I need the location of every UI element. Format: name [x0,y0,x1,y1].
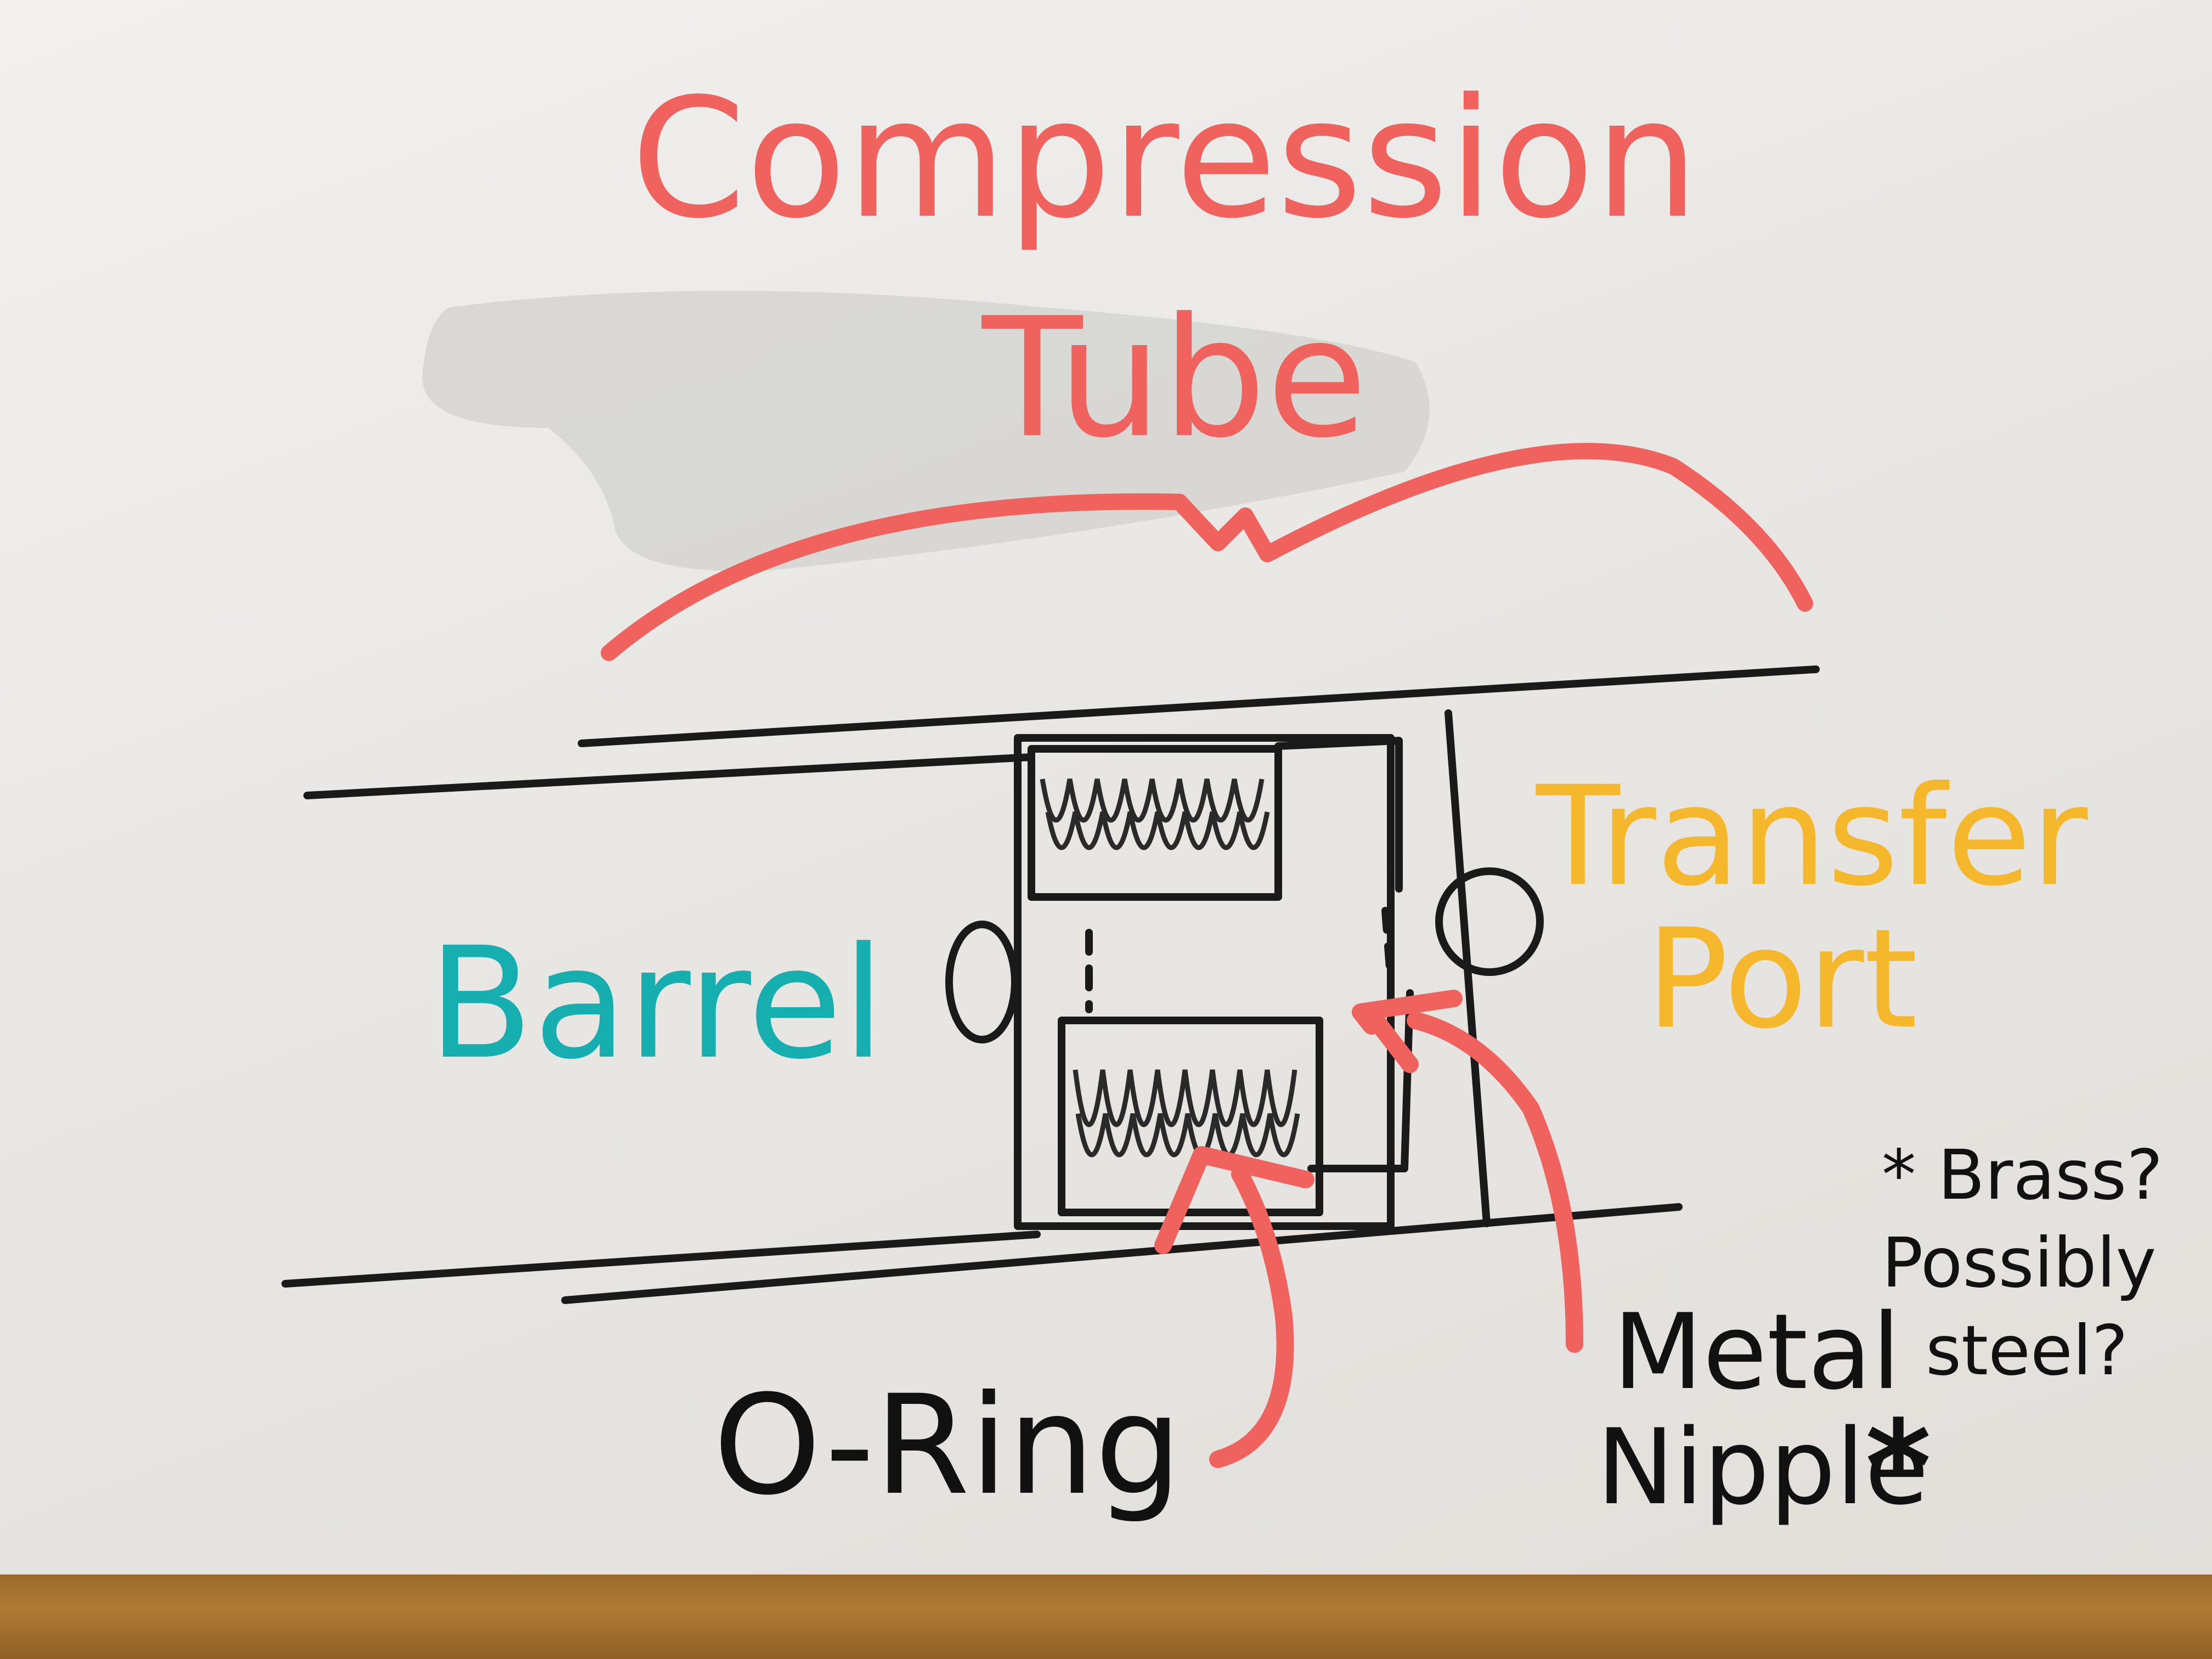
sketch-lines [281,665,1820,1304]
o-ring-arrow-shaft [1209,1165,1294,1468]
metal-nipple-label-line2: Nipple [1596,1407,1929,1528]
fitting-top-channel [1274,737,1403,893]
metal-nipple-label-line1: Metal [1613,1291,1901,1413]
pointer-arrows [1154,990,1583,1468]
transfer-port-label-line2: Port [1646,899,1918,1059]
barrel-bottom-wall [281,1231,1041,1288]
dash-right [1381,907,1395,986]
o-ring-hatching [1040,778,1300,1158]
compression-tube-top-wall [578,665,1820,747]
barrel-top-wall [303,753,1035,799]
o-ring-label: O-Ring [713,1365,1182,1525]
barrel-label: Barrel [428,915,885,1093]
material-note-line2: Possibly [1882,1223,2157,1303]
metal-nipple-arrow-head [1352,990,1463,1073]
compression-tube-label-line2: Tube [982,283,1368,474]
compression-tube-bottom-wall [561,1203,1683,1304]
o-ring-arrow-head [1154,1146,1314,1254]
compression-tube-brace [601,443,1813,661]
compression-tube-label-line1: Compression [631,63,1699,255]
material-note-line3: steel? [1926,1311,2129,1391]
material-note-line1: * Brass? [1882,1136,2163,1215]
asterisk-mark: * [1865,1394,1932,1541]
wooden-table [0,1575,2212,1659]
o-ring-top-block [1028,745,1282,901]
metal-nipple-arrow-shaft [1407,1012,1583,1353]
paper-sheet [0,0,2212,1575]
o-ring-bottom-block [1058,1017,1323,1216]
o-ring-left [945,921,1019,1043]
transfer-port-label-line1: Transfer [1536,757,2088,916]
transfer-port-circle [1435,867,1544,976]
